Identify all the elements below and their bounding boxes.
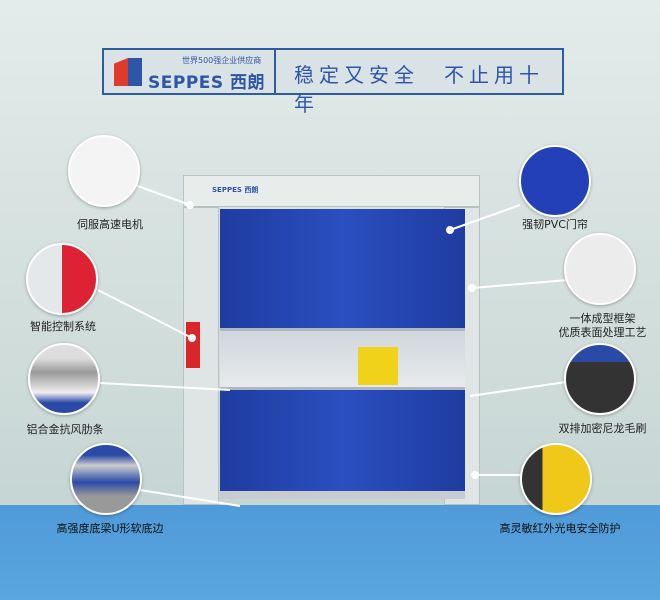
- bottom-beam-image: [70, 443, 142, 515]
- feature-label: 铝合金抗风肋条: [26, 423, 104, 436]
- door-housing: SEPPES 西朗: [183, 175, 480, 207]
- servo-motor-image: [68, 135, 140, 207]
- pvc-curtain-image: [519, 145, 591, 217]
- control-system-image: [26, 243, 98, 315]
- feature-label: 高灵敏红外光电安全防护: [499, 522, 621, 535]
- aluminium-rib-image: [28, 343, 100, 415]
- machine-behind: [358, 347, 398, 385]
- brand-name: SEPPES 西朗: [148, 73, 266, 93]
- feature-label: 智能控制系统: [30, 320, 96, 333]
- feature-label: 强韧PVC门帘: [522, 218, 588, 231]
- housing-logo: SEPPES 西朗: [212, 186, 259, 194]
- feature-label: 高强度底梁U形软底边: [56, 522, 164, 535]
- feature-label: 一体成型框架 优质表面处理工艺: [558, 312, 647, 339]
- bottom-beam: [220, 491, 465, 499]
- nylon-brush-image: [564, 343, 636, 415]
- floor: [0, 505, 660, 600]
- frame-surface-image: [564, 233, 636, 305]
- seppes-logo: 世界500强企业供应商 SEPPES 西朗: [104, 50, 276, 93]
- high-speed-door: SEPPES 西朗: [183, 175, 480, 505]
- control-box: [186, 322, 200, 368]
- curtain-window: [220, 328, 465, 390]
- tagline-small: 世界500强企业供应商: [182, 56, 262, 65]
- lion-logo-icon: [114, 58, 142, 86]
- brand-banner: 世界500强企业供应商 SEPPES 西朗 稳定又安全 不止用十年: [102, 48, 564, 116]
- feature-label: 双排加密尼龙毛刷: [558, 422, 647, 435]
- slogan: 稳定又安全 不止用十年: [294, 63, 544, 116]
- feature-label: 伺服高速电机: [77, 218, 143, 231]
- photo-sensor-image: [520, 443, 592, 515]
